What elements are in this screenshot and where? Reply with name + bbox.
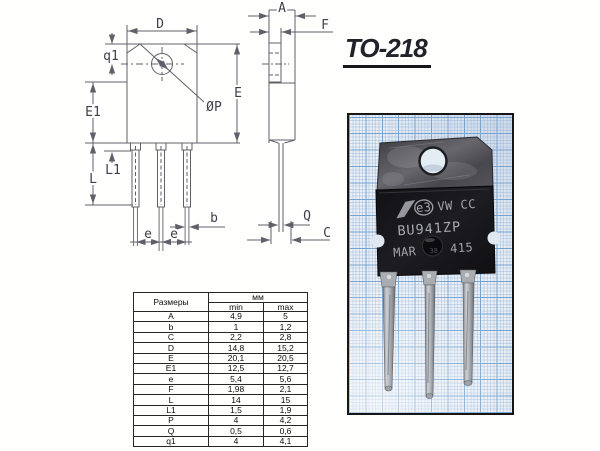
component-photo: e3 VW CC BU941ZP MAR 38 415 (347, 113, 514, 415)
plastic-body: e3 VW CC BU941ZP MAR 38 415 (371, 185, 501, 277)
side-notch-right (487, 231, 501, 245)
hole-diameter-leader (139, 43, 205, 103)
front-view (85, 25, 241, 251)
transistor-photo-art: e3 VW CC BU941ZP MAR 38 415 (371, 136, 501, 399)
dim-label-e: E (234, 86, 242, 101)
table-header-min: min (208, 301, 264, 312)
dim-label-b: b (210, 211, 218, 226)
marking-part-number: BU941ZP (397, 219, 462, 239)
dim-label-q1: q1 (103, 49, 119, 64)
side-view (247, 9, 333, 244)
device-markings: e3 VW CC BU941ZP MAR 38 415 (393, 197, 477, 260)
table-header-dim: Размеры (133, 292, 209, 312)
dim-label-f: F (321, 18, 329, 33)
dim-label-l1: L1 (105, 163, 121, 178)
table-header-unit: мм (208, 292, 308, 303)
dim-label-q: Q (303, 209, 311, 224)
lead-3 (462, 282, 475, 384)
side-notch-left (371, 234, 385, 248)
dim-label-op: ØP (206, 100, 222, 115)
dim-label-pitch-e-1: e (144, 227, 152, 242)
marking-date-right: 415 (450, 240, 474, 256)
dim-label-a: A (278, 1, 286, 16)
dim-label-e1: E1 (85, 105, 101, 120)
metal-tab (376, 136, 494, 192)
marking-date-left: MAR (393, 244, 417, 260)
front-leads (130, 142, 193, 251)
dim-label-d: D (156, 17, 164, 32)
e3-mark-circle (414, 199, 434, 216)
table-header-max: max (263, 301, 308, 312)
st-logo-icon (396, 200, 416, 219)
marking-line1: VW CC (437, 197, 477, 214)
marking-e3: e3 (416, 200, 432, 215)
marking-dimple-code: 38 (430, 247, 438, 256)
mounting-hole (418, 146, 448, 176)
dim-label-l: L (89, 172, 97, 187)
package-outline-drawing: D q1 E1 E ØP L L1 e e b A F Q C (83, 0, 333, 251)
dim-label-c: C (323, 226, 331, 241)
lead-2 (424, 284, 436, 397)
photo-leads (379, 269, 477, 399)
page-title: TO-218 (343, 33, 431, 68)
dimension-labels: D q1 E1 E ØP L L1 e e b A F Q C (83, 0, 333, 244)
dim-label-pitch-e-2: e (170, 227, 178, 242)
